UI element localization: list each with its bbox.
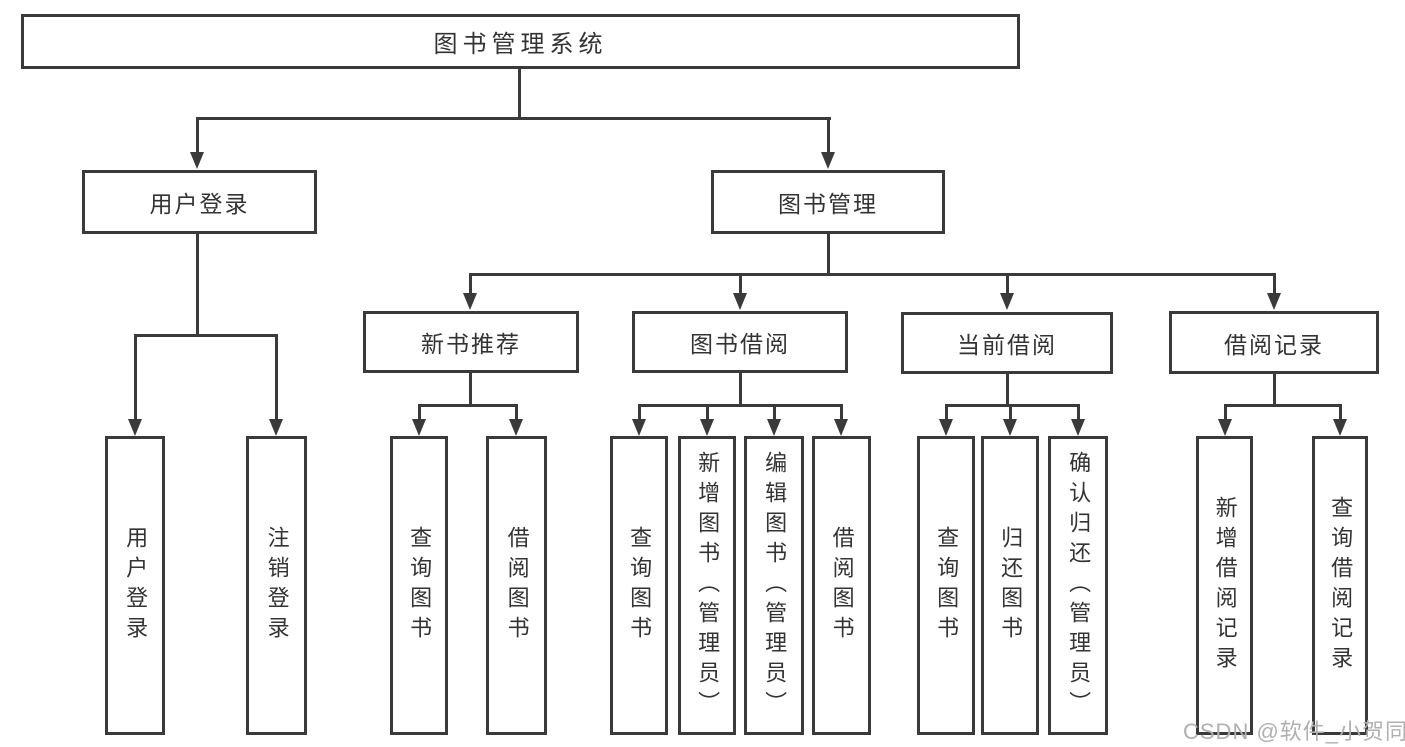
csdn-watermark: CSDN @软件_小贺同学 bbox=[1183, 719, 1405, 744]
connector-drop bbox=[418, 404, 421, 420]
connector-drop-book-management bbox=[827, 117, 830, 154]
leaf-query-borrow-record: 查询借阅记录 bbox=[1312, 436, 1368, 735]
arrow-down-icon bbox=[821, 152, 835, 169]
arrow-down-icon bbox=[269, 419, 283, 436]
arrow-down-icon bbox=[463, 293, 477, 310]
connector-book-borrow-stem bbox=[739, 373, 742, 407]
connector-drop bbox=[1339, 404, 1342, 420]
connector-drop-new-book-recommend bbox=[469, 273, 472, 294]
connector-drop bbox=[945, 404, 948, 420]
node-current-borrow-label: 当前借阅 bbox=[957, 332, 1057, 358]
leaf-borrow-books-recommend: 借阅图书 bbox=[486, 436, 547, 735]
connector-borrow-record-bar bbox=[1224, 404, 1342, 407]
leaf-user-login: 用户登录 bbox=[105, 436, 165, 735]
connector-drop bbox=[1077, 404, 1080, 420]
connector-root-stem bbox=[518, 68, 521, 120]
connector-drop-leaf-user-login bbox=[134, 334, 137, 420]
arrow-down-icon bbox=[1000, 293, 1014, 310]
connector-book-management-stem bbox=[827, 233, 830, 276]
arrow-down-icon bbox=[834, 419, 848, 436]
connector-user-login-bar bbox=[134, 334, 278, 337]
connector-borrow-record-stem bbox=[1273, 374, 1276, 407]
node-borrow-record: 借阅记录 bbox=[1169, 311, 1379, 374]
leaf-confirm-return-admin: 确认归还（管理员） bbox=[1048, 436, 1108, 735]
leaf-query-books-current: 查询图书 bbox=[917, 436, 975, 735]
connector-current-borrow-stem bbox=[1006, 374, 1009, 407]
arrow-down-icon bbox=[190, 152, 204, 169]
node-book-management: 图书管理 bbox=[711, 170, 945, 234]
connector-drop-book-borrow bbox=[739, 273, 742, 294]
connector-drop-borrow-record bbox=[1273, 273, 1276, 294]
connector-drop bbox=[1224, 404, 1227, 420]
connector-drop bbox=[773, 404, 776, 420]
connector-new-book-bar bbox=[418, 404, 518, 407]
arrow-down-icon bbox=[412, 419, 426, 436]
leaf-edit-book-admin: 编辑图书（管理员） bbox=[744, 436, 804, 735]
node-book-borrow: 图书借阅 bbox=[632, 311, 848, 373]
arrow-down-icon bbox=[767, 419, 781, 436]
connector-drop bbox=[515, 404, 518, 420]
connector-drop-leaf-logout bbox=[275, 334, 278, 420]
arrow-down-icon bbox=[1267, 293, 1281, 310]
leaf-query-books-recommend: 查询图书 bbox=[390, 436, 448, 735]
node-borrow-record-label: 借阅记录 bbox=[1224, 331, 1324, 358]
connector-drop bbox=[638, 404, 641, 420]
leaf-return-book: 归还图书 bbox=[981, 436, 1039, 735]
leaf-add-book-admin: 新增图书（管理员） bbox=[678, 436, 736, 735]
arrow-down-icon bbox=[632, 419, 646, 436]
arrow-down-icon bbox=[1003, 419, 1017, 436]
arrow-down-icon bbox=[1218, 419, 1232, 436]
node-new-book-recommend: 新书推荐 bbox=[363, 311, 579, 373]
arrow-down-icon bbox=[1071, 419, 1085, 436]
leaf-logout: 注销登录 bbox=[246, 436, 307, 735]
arrow-down-icon bbox=[700, 419, 714, 436]
connector-book-management-bar bbox=[469, 273, 1276, 276]
connector-root-bar bbox=[196, 117, 831, 120]
node-current-borrow: 当前借阅 bbox=[901, 312, 1113, 374]
connector-drop-current-borrow bbox=[1006, 273, 1009, 294]
arrow-down-icon bbox=[128, 419, 142, 436]
leaf-query-books-borrow: 查询图书 bbox=[610, 436, 668, 735]
node-root-label: 图书管理系统 bbox=[433, 31, 608, 58]
connector-book-borrow-bar bbox=[638, 404, 843, 407]
leaf-borrow-books: 借阅图书 bbox=[812, 436, 871, 735]
connector-drop-user-login bbox=[196, 117, 199, 154]
node-new-book-recommend-label: 新书推荐 bbox=[421, 331, 521, 357]
node-book-management-label: 图书管理 bbox=[778, 191, 878, 217]
node-user-login: 用户登录 bbox=[82, 170, 317, 234]
connector-drop bbox=[840, 404, 843, 420]
connector-drop bbox=[1009, 404, 1012, 420]
arrow-down-icon bbox=[1333, 419, 1347, 436]
arrow-down-icon bbox=[733, 293, 747, 310]
connector-new-book-stem bbox=[469, 373, 472, 407]
connector-current-borrow-bar bbox=[945, 404, 1080, 407]
node-user-login-label: 用户登录 bbox=[149, 191, 250, 217]
leaf-add-borrow-record: 新增借阅记录 bbox=[1196, 436, 1253, 735]
node-root: 图书管理系统 bbox=[21, 14, 1020, 69]
node-book-borrow-label: 图书借阅 bbox=[690, 331, 790, 357]
connector-drop bbox=[706, 404, 709, 420]
arrow-down-icon bbox=[509, 419, 523, 436]
arrow-down-icon bbox=[939, 419, 953, 436]
connector-user-login-stem bbox=[196, 233, 199, 337]
